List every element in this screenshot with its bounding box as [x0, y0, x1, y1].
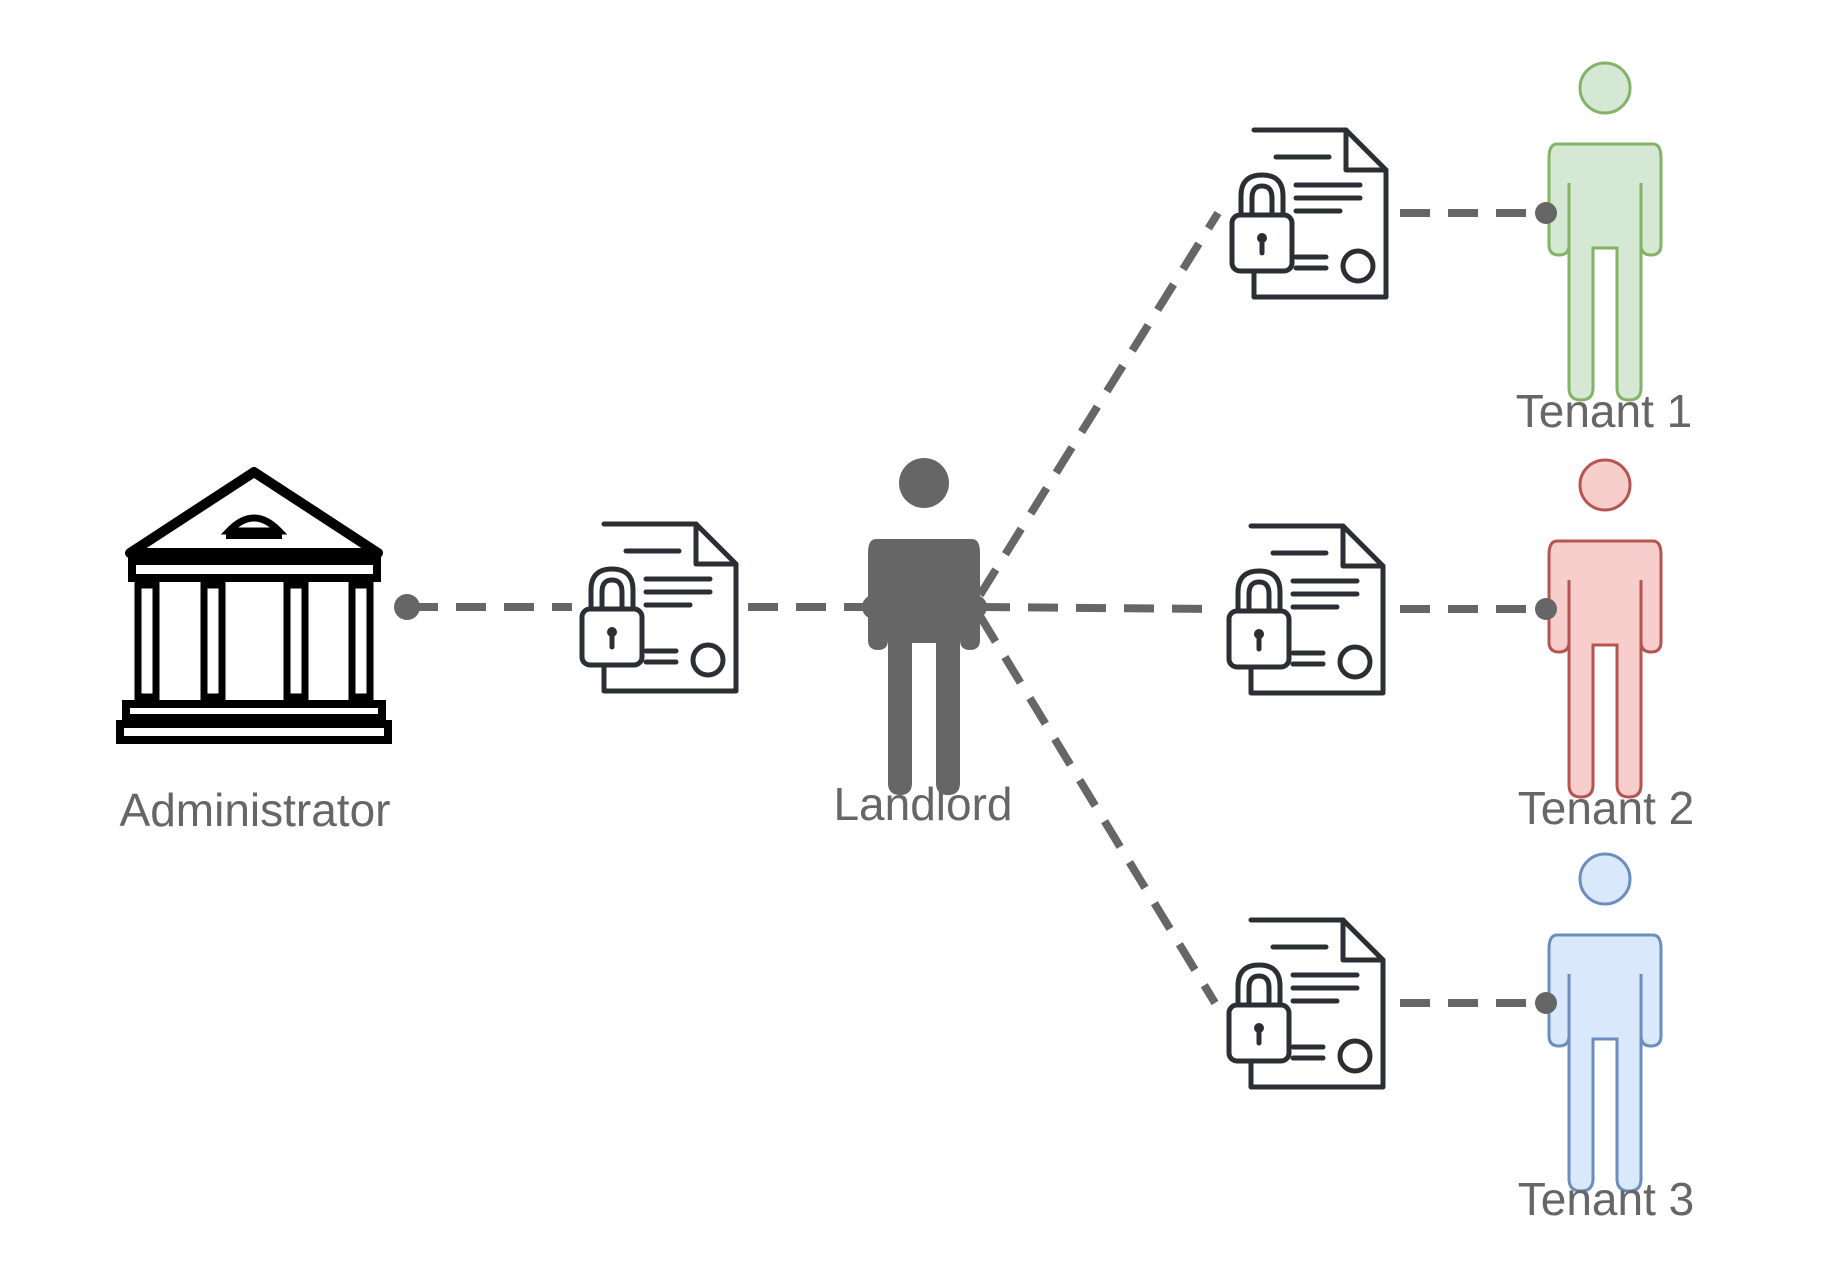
- tenant-1-node[interactable]: Tenant 1: [1516, 61, 1692, 437]
- person-icon: [1547, 852, 1663, 1193]
- connector-endpoint: [963, 595, 987, 619]
- administrator-node[interactable]: Administrator: [116, 467, 392, 836]
- person-icon: [1547, 61, 1663, 402]
- landlord-node[interactable]: Landlord: [833, 458, 1013, 830]
- connector-endpoint: [1535, 598, 1557, 620]
- locked-contract-icon: [1229, 920, 1383, 1087]
- locked-contract-icon: [1229, 526, 1383, 693]
- locked-contract-icon: [582, 524, 736, 691]
- connector-landlord-contract-3: [976, 613, 1219, 1006]
- connector-endpoint: [1535, 992, 1557, 1014]
- person-icon: [868, 458, 980, 795]
- locked-contract-icon: [1232, 130, 1386, 297]
- tenant-2-label: Tenant 2: [1518, 782, 1694, 834]
- connector-start-dot: [394, 594, 420, 620]
- tenant-3-node[interactable]: Tenant 3: [1518, 852, 1694, 1225]
- administrator-label: Administrator: [120, 784, 391, 836]
- tenant-1-label: Tenant 1: [1516, 385, 1692, 437]
- connector-endpoint: [862, 595, 886, 619]
- person-icon: [1547, 458, 1663, 799]
- tenant-3-label: Tenant 3: [1518, 1173, 1694, 1225]
- landlord-label: Landlord: [833, 778, 1012, 830]
- bank-building-icon: [116, 467, 392, 744]
- tenant-2-node[interactable]: Tenant 2: [1518, 458, 1694, 834]
- connector-landlord-contract-1: [976, 210, 1222, 598]
- connector-endpoint: [1535, 202, 1557, 224]
- connector-landlord-contract-2: [979, 603, 1211, 613]
